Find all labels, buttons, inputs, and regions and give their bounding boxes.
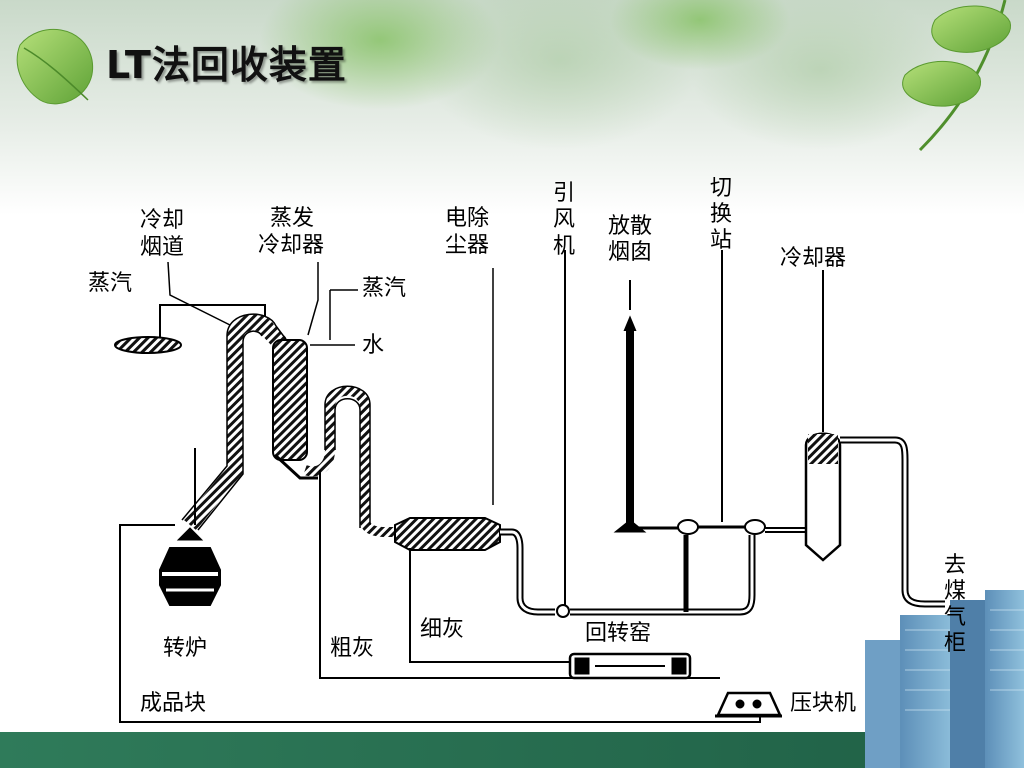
label-rotary-kiln: 回转窑 — [585, 621, 651, 646]
label-fine-ash: 细灰 — [420, 617, 464, 642]
label-switch-station: 切 — [710, 176, 732, 201]
cooling-flue-outline — [181, 313, 289, 531]
gas-pipe — [570, 535, 756, 616]
label-evap-cooler: 蒸发 — [270, 206, 314, 231]
leaf-icon — [16, 29, 94, 105]
electrostatic-precipitator — [394, 517, 501, 551]
label-precipitator: 电除 — [445, 206, 489, 231]
label-gas-holder: 煤 — [944, 579, 966, 604]
steam-pipe — [159, 304, 266, 338]
leaf-icon — [902, 0, 1011, 152]
induced-fan — [556, 604, 570, 618]
product-line — [119, 524, 761, 723]
label-induced-fan: 风 — [553, 207, 575, 232]
label-briquetting-machine: 压块机 — [790, 691, 856, 716]
process-diagram — [114, 250, 945, 723]
gas-pipe-outline — [324, 385, 371, 528]
gas-pipe — [500, 528, 555, 616]
label-coarse-ash: 粗灰 — [330, 636, 374, 661]
label-steam-right: 蒸汽 — [362, 276, 406, 301]
diagram-labels: 冷却 烟道 蒸发 冷却器 蒸汽 蒸汽 水 电除 尘器 引 风 机 放散 烟囱 切… — [88, 176, 966, 716]
label-induced-fan: 引 — [553, 181, 575, 206]
steam-outlet — [114, 336, 182, 354]
gas-pipe — [303, 385, 395, 537]
blurred-foliage — [610, 0, 790, 70]
label-gas-holder: 气 — [944, 605, 966, 630]
label-gas-holder: 去 — [944, 553, 966, 578]
label-cooling-flue: 冷却 — [140, 208, 184, 233]
slide-title: LT法回收装置 — [106, 43, 347, 87]
evap-cooler-bottom — [273, 453, 318, 480]
briquetting-machine — [715, 691, 782, 718]
converter — [159, 527, 221, 606]
cooling-flue — [183, 314, 288, 531]
label-vent-stack: 放散 — [608, 214, 652, 239]
label-gas-holder: 柜 — [944, 631, 966, 656]
gas-pipe — [840, 436, 945, 608]
label-converter: 转炉 — [163, 636, 207, 661]
label-vent-stack: 烟囱 — [608, 240, 652, 265]
label-briquette-product: 成品块 — [140, 691, 206, 716]
label-switch-station: 站 — [710, 228, 732, 253]
footer-bar — [0, 732, 1024, 768]
valve — [677, 519, 699, 535]
label-steam-left: 蒸汽 — [88, 271, 132, 296]
evaporation-cooler — [272, 339, 308, 461]
buildings-image — [865, 590, 1024, 768]
label-precipitator: 尘器 — [445, 233, 489, 258]
label-induced-fan: 机 — [553, 234, 575, 259]
label-switch-station: 换 — [710, 202, 732, 227]
valve — [744, 519, 766, 535]
ash-line — [409, 548, 570, 663]
label-evap-cooler: 冷却器 — [258, 233, 324, 258]
label-cooler: 冷却器 — [780, 246, 846, 271]
label-cooling-flue: 烟道 — [140, 235, 184, 260]
label-water: 水 — [362, 333, 384, 358]
